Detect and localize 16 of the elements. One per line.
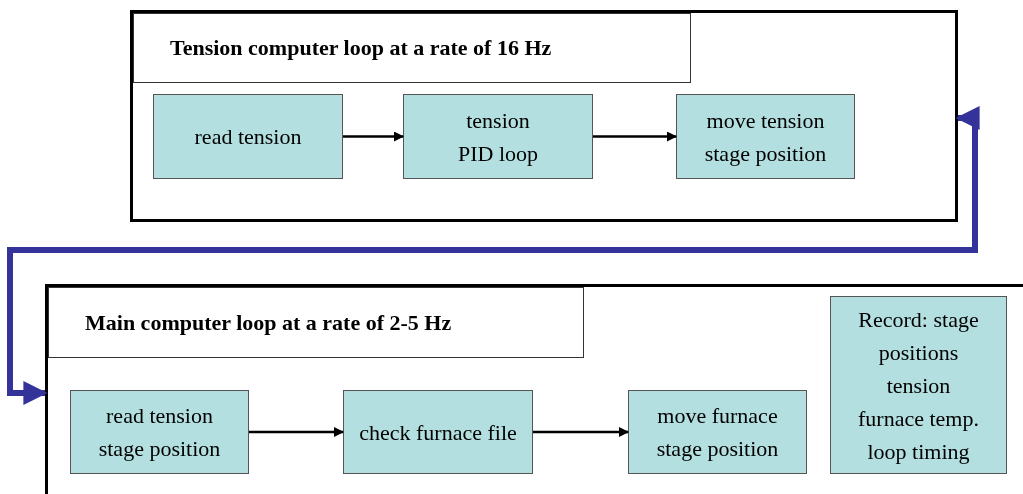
process-box: move tension stage position — [676, 94, 855, 179]
arrow — [533, 427, 629, 437]
loop-title: Main computer loop at a rate of 2-5 Hz — [48, 287, 584, 358]
process-box: read tension stage position — [70, 390, 249, 474]
arrow — [343, 131, 404, 142]
process-box: check furnace file — [343, 390, 533, 474]
arrow — [593, 131, 677, 142]
process-box: tension PID loop — [403, 94, 593, 179]
loop-title: Tension computer loop at a rate of 16 Hz — [133, 13, 691, 83]
arrow — [249, 427, 344, 437]
loop-frame — [130, 10, 958, 222]
loop-frame — [45, 284, 1023, 494]
process-box: Record: stage positions tension furnace temp. loop timing — [830, 296, 1007, 474]
process-box: move furnace stage position — [628, 390, 807, 474]
process-box: read tension — [153, 94, 343, 179]
arrow — [7, 106, 980, 405]
